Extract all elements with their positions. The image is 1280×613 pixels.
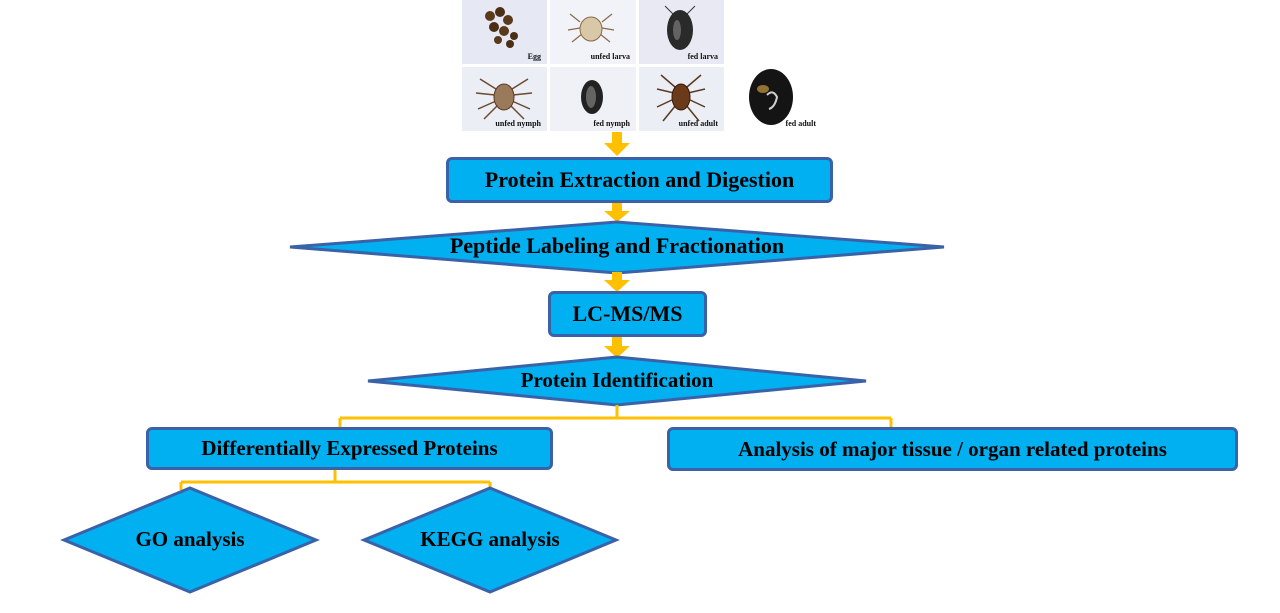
go-analysis-label: GO analysis — [135, 527, 245, 551]
go-diamond — [60, 486, 320, 594]
egg-photo: Egg — [462, 0, 547, 64]
extraction-step-box: Protein Extraction and Digestion — [446, 157, 833, 203]
labeling-diamond — [289, 220, 945, 275]
fed-nymph-image — [581, 80, 603, 114]
branch-connector — [338, 405, 893, 428]
unfed-larva-image — [567, 13, 615, 43]
stage-label-fed-adult: fed adult — [785, 119, 816, 128]
kegg-analysis-label: KEGG analysis — [420, 527, 560, 551]
fed-larva-photo: fed larva — [639, 0, 724, 64]
dep-step-box: Differentially Expressed Proteins — [146, 427, 553, 470]
unfed-larva-photo: unfed larva — [550, 0, 636, 64]
fed-adult-photo: fed adult — [727, 67, 822, 131]
arrow-extraction-to-labeling — [604, 203, 630, 222]
fed-larva-image — [664, 5, 696, 50]
labeling-step-label: Peptide Labeling and Fractionation — [449, 233, 785, 258]
dep-step-label: Differentially Expressed Proteins — [201, 436, 498, 460]
fed-nymph-photo: fed nymph — [550, 67, 636, 131]
lcms-step-label: LC-MS/MS — [572, 301, 683, 326]
arrow-labeling-to-lcms — [604, 272, 630, 292]
lcms-step-box: LC-MS/MS — [548, 291, 707, 337]
tissue-analysis-box: Analysis of major tissue / organ related… — [667, 427, 1238, 471]
stage-label-fed-larva: fed larva — [687, 52, 718, 61]
stage-label-unfed-larva: unfed larva — [590, 52, 630, 61]
arrow-photos-to-extraction — [604, 132, 630, 156]
tissue-analysis-label: Analysis of major tissue / organ related… — [738, 436, 1167, 461]
unfed-nymph-image — [475, 78, 533, 120]
identification-step-label: Protein Identification — [520, 368, 714, 392]
fed-adult-image — [749, 69, 793, 125]
sub-branch-connector — [179, 470, 492, 490]
kegg-diamond — [360, 486, 620, 594]
extraction-step-label: Protein Extraction and Digestion — [484, 167, 795, 192]
arrow-lcms-to-identification — [604, 336, 630, 358]
unfed-adult-image — [656, 74, 706, 122]
unfed-nymph-photo: unfed nymph — [462, 67, 547, 131]
unfed-adult-photo: unfed adult — [639, 67, 724, 131]
stage-label-egg: Egg — [527, 52, 541, 61]
egg-cluster-image — [485, 7, 518, 48]
stage-label-fed-nymph: fed nymph — [593, 119, 630, 128]
stage-label-unfed-adult: unfed adult — [678, 119, 718, 128]
identification-diamond — [367, 355, 867, 407]
stage-label-unfed-nymph: unfed nymph — [495, 119, 541, 128]
